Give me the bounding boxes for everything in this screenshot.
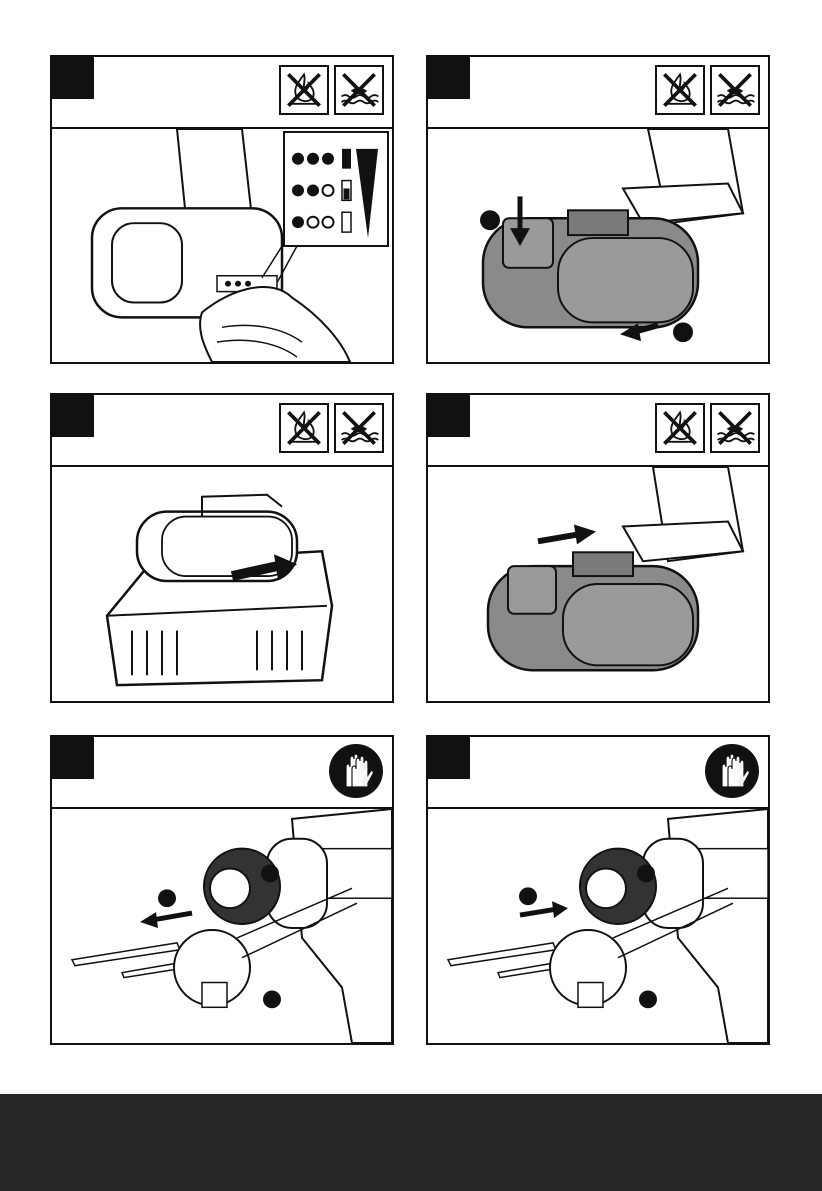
panel-header	[428, 57, 768, 129]
step-number-box	[52, 737, 94, 779]
panel-header	[52, 395, 392, 467]
step-number-box	[428, 395, 470, 437]
no-fire-icon	[279, 65, 329, 115]
no-water-icon	[334, 65, 384, 115]
footer-bar	[0, 1094, 822, 1191]
panel-header	[428, 395, 768, 467]
illustration-battery-removal	[428, 129, 768, 362]
panel-bit-removal	[50, 735, 394, 1045]
panel-battery-charging	[50, 393, 394, 703]
illustration-battery-insertion	[428, 467, 768, 701]
step-number-box	[52, 395, 94, 437]
panel-header	[428, 737, 768, 809]
no-fire-icon	[655, 403, 705, 453]
no-water-icon	[710, 65, 760, 115]
panel-header	[52, 737, 392, 809]
no-fire-icon	[279, 403, 329, 453]
step-number-box	[52, 57, 94, 99]
no-fire-icon	[655, 65, 705, 115]
no-water-icon	[710, 403, 760, 453]
illustration-bit-removal	[52, 809, 392, 1043]
illustration-battery-charging	[52, 467, 392, 701]
step-number-box	[428, 57, 470, 99]
panel-battery-removal	[426, 55, 770, 364]
panel-header	[52, 57, 392, 129]
no-water-icon	[334, 403, 384, 453]
panel-battery-insertion	[426, 393, 770, 703]
illustration-charge-indicator	[52, 129, 392, 362]
panel-bit-insertion	[426, 735, 770, 1045]
illustration-bit-insertion	[428, 809, 768, 1043]
step-number-box	[428, 737, 470, 779]
panel-battery-charge-indicator	[50, 55, 394, 364]
wear-gloves-icon	[704, 743, 760, 799]
wear-gloves-icon	[328, 743, 384, 799]
